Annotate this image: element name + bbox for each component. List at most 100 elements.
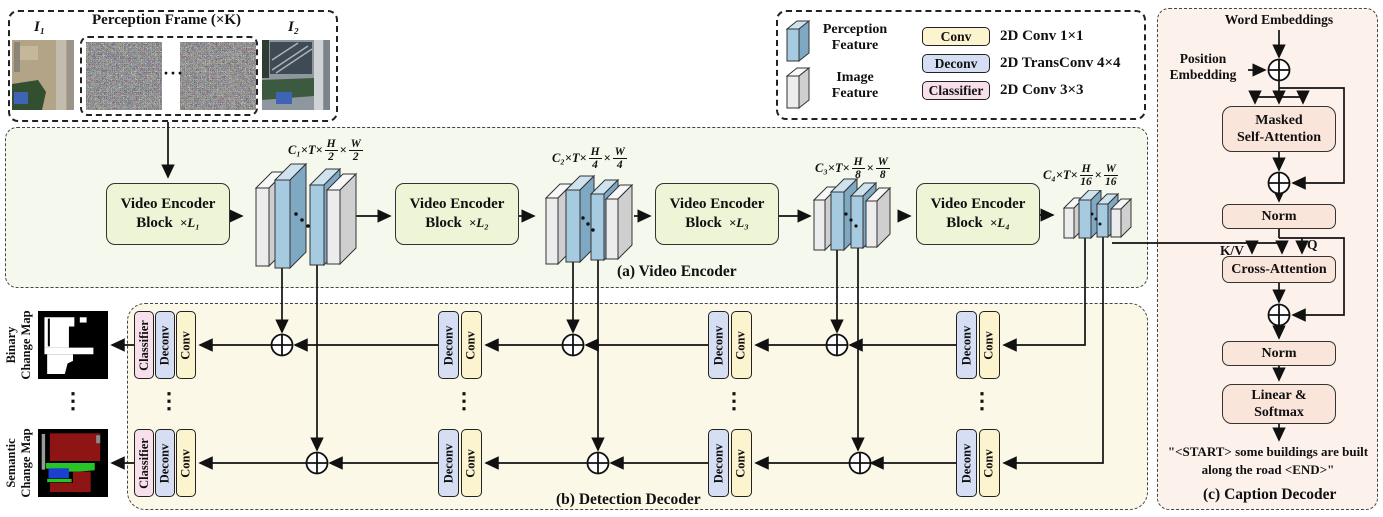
panel-b-caption: (b) Detection Decoder (556, 491, 701, 508)
conv-chip: Conv (979, 429, 1000, 497)
image-feature-icon (785, 66, 811, 110)
conv-chip: Conv (731, 311, 752, 379)
add-node (1267, 171, 1291, 195)
linear-line1: Linear & (1251, 387, 1307, 403)
add-node (1267, 303, 1291, 327)
add-node (270, 333, 294, 357)
classifier-chip: Classifier (134, 311, 154, 379)
stack1-prefix: C₁×T× (288, 143, 323, 158)
deconv-chip: Deconv (708, 429, 729, 497)
semantic-map-line1: Semantic (4, 438, 18, 488)
semantic-change-map-label: Semantic Change Map (4, 415, 36, 511)
block1-mult: ×L₁ (179, 215, 200, 230)
conv-chip: Conv (979, 311, 1000, 379)
panel-c-caption: (c) Caption Decoder (1203, 486, 1337, 503)
add-node (1267, 58, 1291, 82)
deconv-chip: Deconv (155, 311, 175, 379)
conv-chip: Conv (176, 311, 196, 379)
binary-change-map-label: Binary Change Map (4, 297, 36, 393)
vertical-dots: ⋮ (158, 388, 180, 413)
kv-label: K/V (1220, 243, 1245, 258)
video-encoder-block-line2: Block (685, 215, 722, 231)
deconv-chip: Deconv (438, 429, 459, 497)
add-node (305, 451, 329, 475)
masked-line1: Masked (1255, 112, 1303, 128)
stack3-frac1-num: H (851, 156, 865, 170)
stack4-frac1-den: 16 (1080, 176, 1092, 189)
stack4-frac2-den: 16 (1105, 176, 1117, 189)
stack1-frac1-den: 2 (328, 151, 334, 164)
stack3-frac2-num: W (875, 156, 890, 170)
stack2-frac2-den: 4 (616, 159, 623, 172)
video-encoder-block-line2: Block (946, 215, 983, 231)
deconv-chip: Deconv (438, 311, 459, 379)
block3-mult: ×L₃ (728, 215, 749, 230)
image-i1 (12, 40, 74, 110)
conv-chip: Conv (731, 429, 752, 497)
deconv-chip: Deconv (155, 429, 175, 497)
norm2-box: Norm (1222, 341, 1336, 366)
cross-attention-box: Cross-Attention (1222, 256, 1336, 283)
deconv-chip: Deconv (956, 429, 977, 497)
video-encoder-block-line1: Video Encoder (120, 196, 216, 213)
stack4-frac1-num: H (1079, 163, 1093, 177)
video-encoder-block-line1: Video Encoder (669, 196, 765, 213)
perception-feature-icon (785, 19, 811, 63)
position-embedding-line1: Position (1179, 51, 1227, 66)
feature-stack-4 (1062, 190, 1133, 240)
image-i2 (262, 40, 330, 110)
image-feature-line1: Image (836, 70, 874, 85)
vertical-dots: ⋮ (62, 388, 84, 413)
video-encoder-block-3: Video Encoder Block ×L₃ (655, 183, 779, 245)
image-feature-label: Image Feature (812, 70, 898, 102)
legend-deconv-chip: Deconv (922, 54, 990, 73)
i2-label: I₂ (288, 19, 300, 35)
semantic-map-line2: Change Map (19, 428, 33, 498)
add-node (848, 451, 872, 475)
i1-label: I₁ (34, 19, 46, 35)
stack2-frac2-num: W (612, 146, 627, 160)
legend-conv-desc: 2D Conv 1×1 (1000, 28, 1084, 44)
perception-frame-noise-1 (86, 42, 162, 110)
block4-mult: ×L₄ (989, 215, 1010, 230)
position-embedding-label: Position Embedding (1160, 51, 1246, 83)
stack2-frac1-den: 4 (592, 159, 598, 172)
legend-deconv-desc: 2D TransConv 4×4 (1000, 55, 1121, 71)
stack2-frac1-num: H (588, 146, 602, 160)
panel-a-caption: (a) Video Encoder (617, 263, 737, 280)
linear-line2: Softmax (1254, 405, 1304, 420)
legend-classifier-desc: 2D Conv 3×3 (1000, 82, 1084, 98)
add-node (586, 451, 610, 475)
times-sign: × (866, 161, 874, 176)
binary-map-line2: Change Map (19, 310, 33, 380)
stack1-frac2-num: W (348, 138, 363, 152)
binary-change-map (38, 311, 108, 379)
image-feature-line2: Feature (831, 86, 879, 102)
block2-mult: ×L₂ (468, 215, 489, 230)
q-label: Q (1307, 237, 1318, 252)
perception-frames-inner-box (80, 36, 258, 116)
conv-chip: Conv (461, 429, 482, 497)
add-node (561, 333, 585, 357)
word-embeddings-label: Word Embeddings (1224, 12, 1334, 27)
vertical-dots: ⋮ (723, 388, 745, 413)
video-encoder-block-2: Video Encoder Block×L₂ (395, 183, 519, 245)
perception-feature-line1: Perception (822, 22, 888, 37)
frames-ellipsis: ··· (163, 63, 185, 83)
masked-line2: Self-Attention (1237, 130, 1321, 145)
stack4-prefix: C₄×T× (1043, 168, 1078, 183)
stack3-prefix: C₃×T× (815, 161, 850, 176)
semantic-change-map (38, 429, 108, 497)
vertical-dots: ⋮ (971, 388, 993, 413)
stack3-frac1-den: 8 (855, 169, 861, 182)
perception-feature-label: Perception Feature (812, 22, 898, 54)
norm1-box: Norm (1222, 204, 1336, 229)
times-sign: × (603, 151, 611, 166)
feature-stack-2 (544, 174, 634, 266)
